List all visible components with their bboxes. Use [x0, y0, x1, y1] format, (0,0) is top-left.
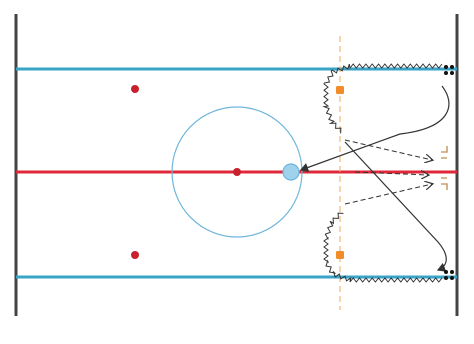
- player-icon: [444, 276, 448, 280]
- player-icon: [450, 270, 454, 274]
- pylon-icon: [336, 251, 344, 259]
- player-icon: [444, 270, 448, 274]
- faceoff-dot-icon: [233, 168, 241, 176]
- player-icon: [450, 71, 454, 75]
- cone-icon: [441, 146, 448, 159]
- skate-path: [344, 141, 447, 272]
- player-icon: [450, 276, 454, 280]
- pass-path: [344, 184, 432, 205]
- player-icon: [444, 65, 448, 69]
- player-icon: [450, 65, 454, 69]
- pass-path: [354, 172, 428, 175]
- cone-icon: [441, 177, 448, 190]
- stickhandle-path-top: [322, 63, 443, 134]
- player-group-bottom: [444, 270, 454, 280]
- pass-path: [344, 139, 432, 160]
- stickhandle-path-bottom: [323, 212, 443, 283]
- puck-icon: [282, 163, 300, 181]
- player-group-top: [444, 65, 454, 75]
- player-icon: [444, 71, 448, 75]
- faceoff-dot-icon: [131, 251, 139, 259]
- skate-path: [299, 85, 450, 173]
- pylon-icon: [336, 86, 344, 94]
- faceoff-dot-icon: [131, 85, 139, 93]
